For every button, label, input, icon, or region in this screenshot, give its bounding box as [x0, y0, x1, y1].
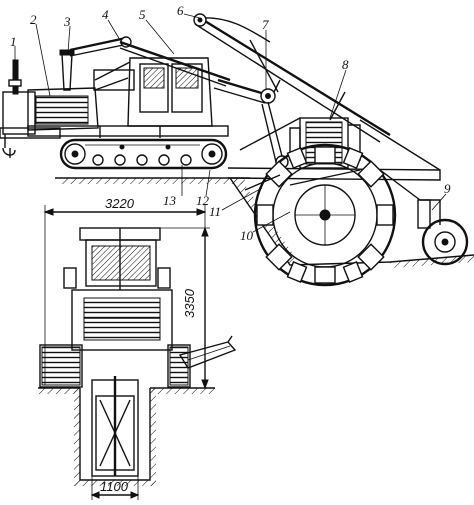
- engine-hood: [27, 87, 99, 131]
- trench-width-dimension: 1100: [90, 476, 140, 500]
- side-view: 1 2 3 4 5 6 7 8 9 10 11 12 13: [0, 3, 474, 287]
- lift-cylinder: [69, 36, 132, 57]
- side-chute: [178, 335, 237, 369]
- callout-1: 1: [10, 34, 17, 49]
- front-cab: [63, 227, 171, 290]
- callout-6: 6: [177, 3, 184, 18]
- callout-10: 10: [240, 228, 254, 243]
- dimension-trench-width: 1100: [100, 479, 129, 494]
- callout-9: 9: [444, 181, 451, 196]
- callout-11: 11: [209, 204, 221, 219]
- callout-4: 4: [102, 7, 109, 22]
- callout-5: 5: [139, 7, 146, 22]
- trench: [74, 376, 156, 486]
- crawler-track: [59, 138, 228, 170]
- bucket-wheel: [244, 143, 397, 287]
- callout-13: 13: [163, 193, 177, 208]
- rear-ripper-winch: [0, 59, 61, 158]
- callout-8: 8: [342, 57, 349, 72]
- conveyor-boom: [119, 13, 391, 143]
- front-tracks: [39, 344, 191, 388]
- callout-3: 3: [63, 14, 71, 29]
- callout-2: 2: [30, 12, 37, 27]
- support-wheel: [417, 199, 469, 266]
- callout-12: 12: [196, 193, 210, 208]
- leader-lines: [14, 13, 447, 233]
- front-view: 3220 3350: [38, 196, 237, 500]
- front-body: [71, 289, 173, 351]
- callout-labels: 1 2 3 4 5 6 7 8 9 10 11 12 13: [10, 3, 451, 243]
- front-ground: [38, 387, 215, 394]
- rotor-frame: [227, 117, 441, 201]
- callout-7: 7: [262, 17, 269, 32]
- dimension-overall-width: 3220: [105, 196, 135, 211]
- dimension-height: 3350: [182, 288, 197, 318]
- exhaust-stack: [59, 49, 75, 91]
- tractor-frame: [27, 125, 229, 138]
